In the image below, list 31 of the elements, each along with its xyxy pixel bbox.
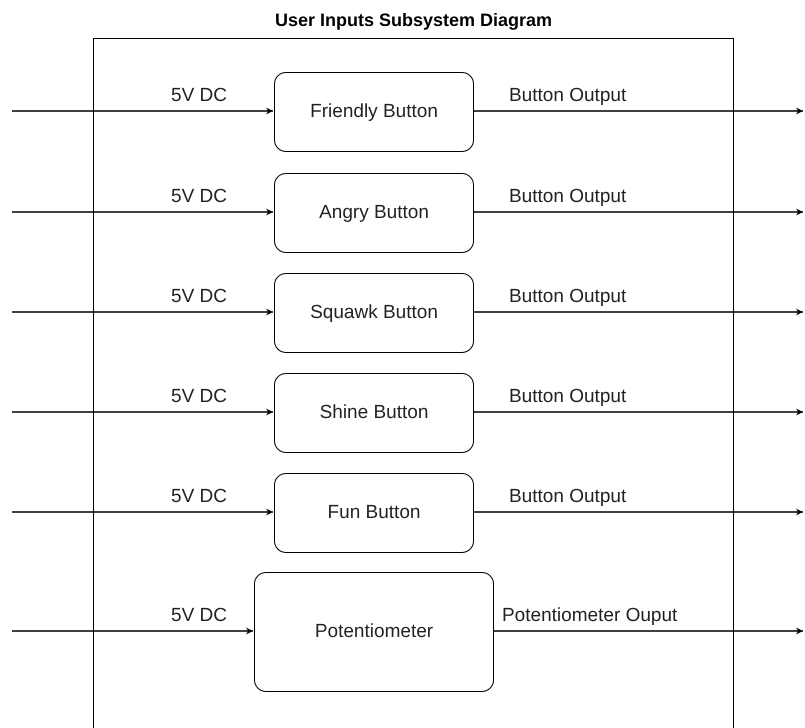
- edge-label: Button Output: [509, 186, 626, 208]
- component-label: Fun Button: [326, 500, 422, 525]
- signal-arrow: [473, 408, 803, 416]
- component-label: Shine Button: [318, 400, 430, 425]
- component-box: [274, 373, 474, 453]
- signal-arrow: [473, 108, 803, 114]
- signal-arrow: [12, 108, 273, 114]
- component-box: [274, 72, 474, 152]
- component-box: [274, 473, 474, 553]
- edge-label: Button Output: [509, 386, 626, 408]
- signal-arrow: [12, 628, 253, 634]
- component-box: [254, 572, 494, 692]
- edge-label: Button Output: [509, 286, 626, 308]
- component-box: [274, 173, 474, 253]
- signal-arrow: [12, 508, 273, 516]
- edge-label: Potentiometer Ouput: [502, 605, 678, 627]
- subsystem-label: User Inputs Subsystem Diagram: [274, 9, 554, 32]
- edge-label: Button Output: [509, 85, 626, 107]
- component-label: Potentiometer: [314, 620, 434, 644]
- signal-arrow: [12, 408, 273, 416]
- component-label: Angry Button: [318, 200, 430, 225]
- component-box: [274, 273, 474, 353]
- signal-arrow: [12, 208, 273, 216]
- signal-arrow: [473, 508, 803, 516]
- signal-arrow: [493, 628, 803, 634]
- signal-arrow: [473, 308, 803, 316]
- signal-arrow: [12, 308, 273, 316]
- edge-label: Button Output: [509, 486, 626, 508]
- signal-arrow: [473, 208, 803, 216]
- component-label: Friendly Button: [309, 100, 439, 124]
- component-label: Squawk Button: [309, 300, 439, 325]
